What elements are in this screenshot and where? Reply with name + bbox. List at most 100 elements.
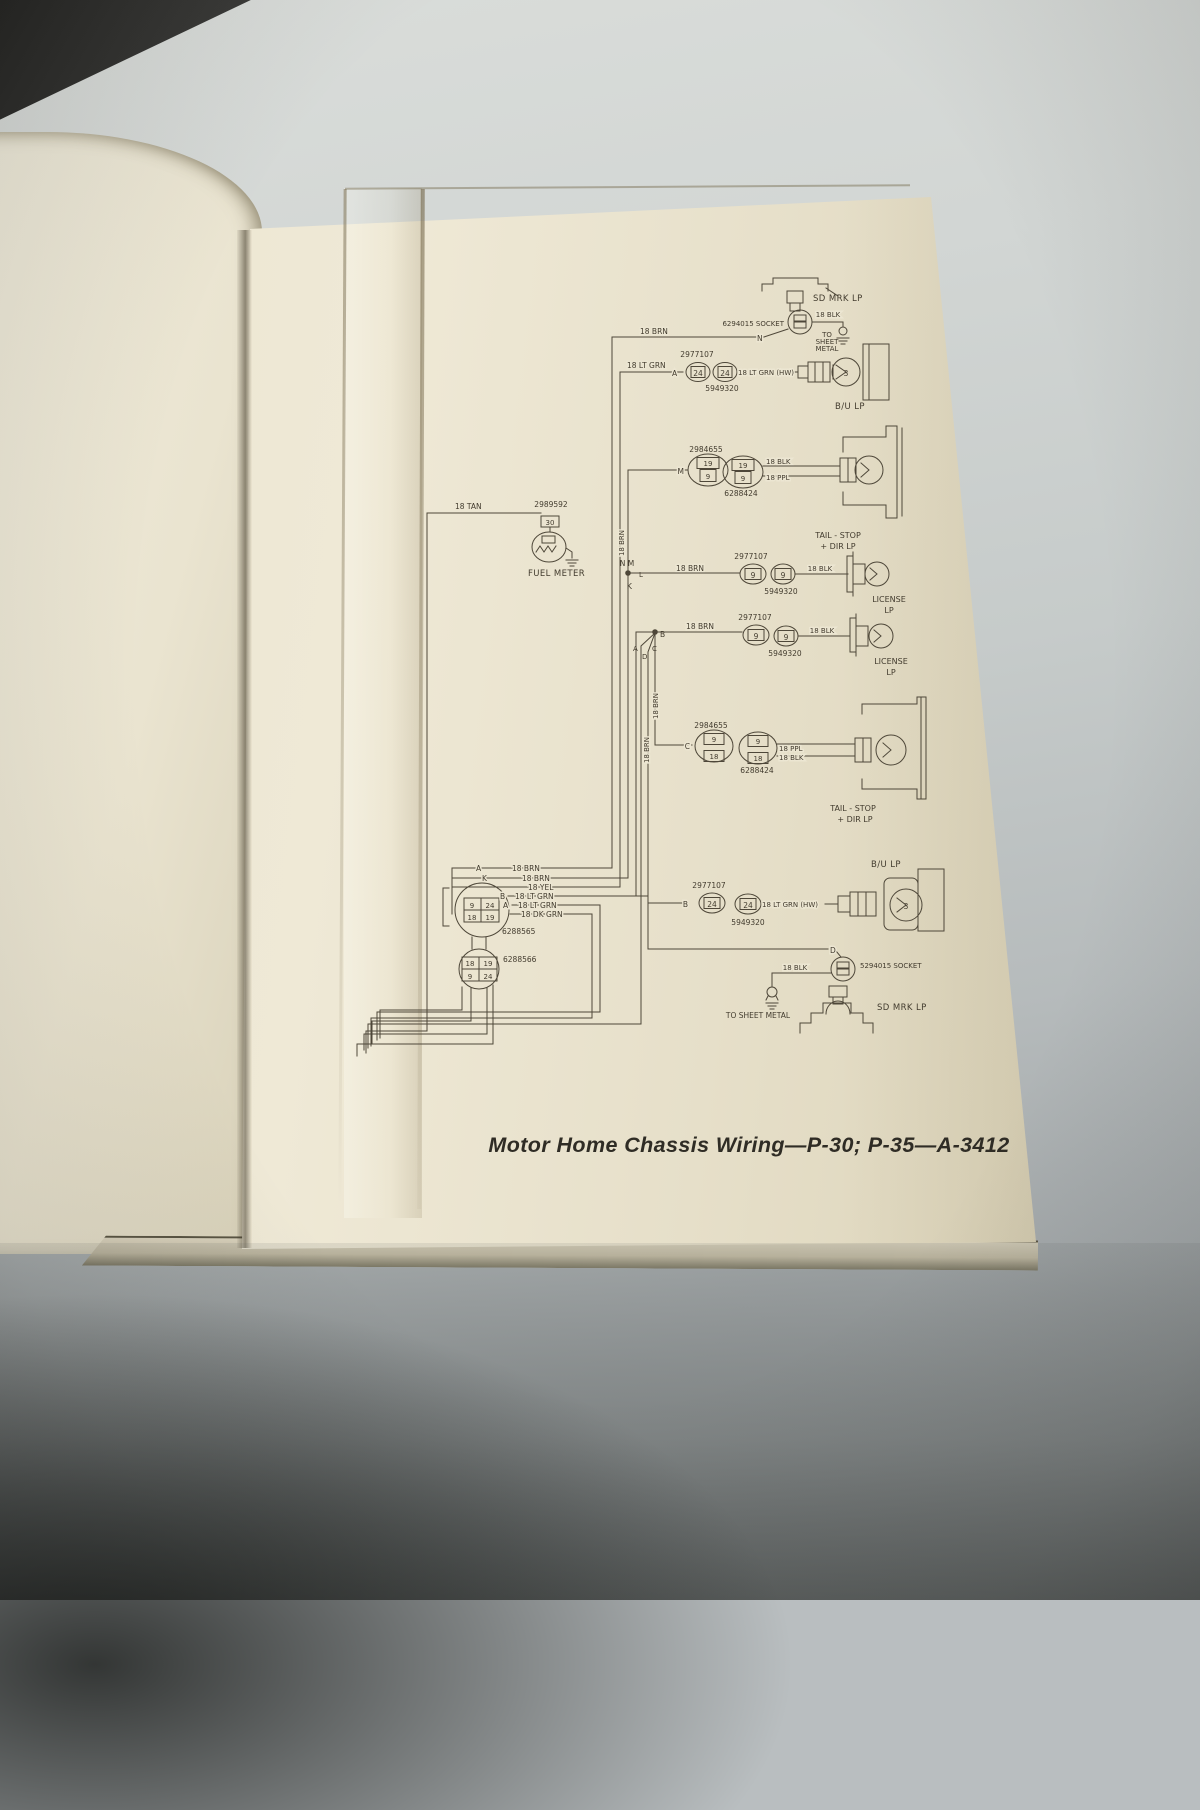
connector-cell: 9: [468, 973, 472, 981]
wire-label: 18 BRN: [512, 864, 540, 873]
pin-letter: A: [633, 645, 638, 653]
lamp-label: LP: [886, 668, 895, 677]
wire-label: 18 BRN: [686, 622, 714, 631]
lamp-label: TAIL - STOP: [814, 531, 861, 540]
wire-label: 18 BRN: [652, 693, 660, 719]
pin-letter: A: [672, 369, 678, 378]
connector-cell: 24: [720, 369, 730, 378]
ground-note: SHEET: [816, 338, 840, 346]
wire-label: 18 LT GRN: [515, 892, 554, 901]
pin-letter: B: [500, 892, 505, 901]
connector-cell: 19: [704, 460, 713, 468]
part-number: 2977107: [734, 552, 768, 561]
connector-cell: 9: [756, 738, 760, 746]
pin-letter: D: [642, 653, 647, 661]
wire-label: 18 BRN: [618, 530, 626, 556]
part-number: 6288565: [502, 927, 536, 936]
part-number: 5949320: [731, 918, 765, 927]
lamp-label: + DIR LP: [837, 815, 872, 824]
wire-label: 18 PPL: [779, 745, 803, 753]
pin-letter: C: [652, 645, 657, 653]
bulb-number: 3: [904, 902, 909, 911]
part-number: 6288566: [503, 955, 537, 964]
connector-cell: 30: [546, 519, 555, 527]
wiring-lines: [356, 277, 945, 1057]
wire-label: 18 BRN: [640, 327, 668, 336]
part-number: 5949320: [705, 384, 739, 393]
connector-cell: 9: [784, 633, 789, 642]
part-number: 2977107: [680, 350, 714, 359]
connector-cell: 19: [486, 914, 495, 922]
connector-cell: 19: [739, 462, 748, 470]
lamp-label: TAIL - STOP: [829, 804, 876, 813]
ground-note: METAL: [816, 345, 839, 353]
pin-letter: D: [830, 946, 836, 955]
connector-cell: 18: [754, 755, 763, 763]
connector-cell: 9: [706, 473, 710, 481]
pin-letter: K: [627, 582, 633, 591]
part-number: 5294015 SOCKET: [860, 962, 922, 970]
connector-cell: 19: [484, 960, 493, 968]
lamp-label: + DIR LP: [820, 542, 855, 551]
pin-letter: B: [660, 630, 665, 639]
part-number: 6294015 SOCKET: [722, 320, 784, 328]
cloth-dark-corner: [0, 1290, 800, 1810]
pin-letter: M: [678, 467, 684, 476]
pin-letter: N M: [620, 559, 634, 568]
lamp-label: B/U LP: [835, 402, 865, 412]
connector-cell: 9: [754, 632, 759, 641]
wire-label: 18 TAN: [455, 502, 482, 511]
lamp-label: SD MRK LP: [813, 294, 863, 304]
wire-label: 18 BRN: [676, 564, 704, 573]
pin-letter: N: [757, 334, 763, 343]
bulb-number: 3: [844, 369, 849, 378]
connector-cell: 24: [486, 902, 495, 910]
ground-note: TO: [821, 331, 832, 339]
part-number: 2977107: [738, 613, 772, 622]
wire-label: 18 LT GRN (HW): [738, 369, 794, 377]
connector-cell: 24: [707, 900, 717, 909]
lamp-label: SD MRK LP: [877, 1003, 927, 1013]
wire-label: 18 YEL: [528, 883, 554, 892]
lamp-label: LICENSE: [874, 657, 908, 666]
part-number: 5949320: [764, 587, 798, 596]
lamp-label: B/U LP: [871, 860, 901, 870]
pin-letter: C: [685, 742, 690, 751]
part-number: 2984655: [689, 445, 723, 454]
wire-label: 18 LT GRN: [518, 901, 557, 910]
wire-label: 18 BLK: [766, 458, 791, 466]
pin-letter: A: [476, 864, 482, 873]
connector-cell: 9: [751, 571, 756, 580]
part-number: 6288424: [724, 489, 758, 498]
wire-label: 18 BLK: [808, 565, 833, 573]
part-number: 2989592: [534, 500, 568, 509]
part-number: 6288424: [740, 766, 774, 775]
wire-label: 18 LT GRN (HW): [762, 901, 818, 909]
part-number: 2984655: [694, 721, 728, 730]
connector-cell: 18: [710, 753, 719, 761]
wiring-diagram: SD MRK LP 6294015 SOCKET 18 BLK TO SHEET…: [356, 277, 1009, 1157]
left-page-curl: [0, 132, 262, 1254]
wire-label: 18 PPL: [766, 474, 790, 482]
book-gutter: [237, 230, 252, 1248]
page-caption: Motor Home Chassis Wiring—P-30; P-35—A-3…: [488, 1133, 1009, 1157]
wire-label: 18 BLK: [783, 964, 808, 972]
part-number: 2977107: [692, 881, 726, 890]
connector-cell: 24: [693, 369, 703, 378]
connector-cell: 18: [468, 914, 477, 922]
wire-label: 18 BLK: [779, 754, 804, 762]
connector-cell: 18: [466, 960, 475, 968]
connector-cell: 9: [712, 736, 716, 744]
wire-label: 18 DK GRN: [521, 910, 563, 919]
pin-letter: K: [482, 874, 488, 883]
pin-letter: B: [683, 900, 688, 909]
lamp-label: LICENSE: [872, 595, 906, 604]
connector-cell: 24: [743, 901, 753, 910]
pin-letter: L: [639, 571, 643, 579]
wire-label: 18 BLK: [816, 311, 841, 319]
connector-cell: 9: [741, 475, 745, 483]
connector-cell: 9: [781, 571, 786, 580]
ground-note: TO SHEET METAL: [725, 1011, 791, 1020]
pin-letter: A: [503, 901, 509, 910]
wire-label: 18 BRN: [522, 874, 550, 883]
